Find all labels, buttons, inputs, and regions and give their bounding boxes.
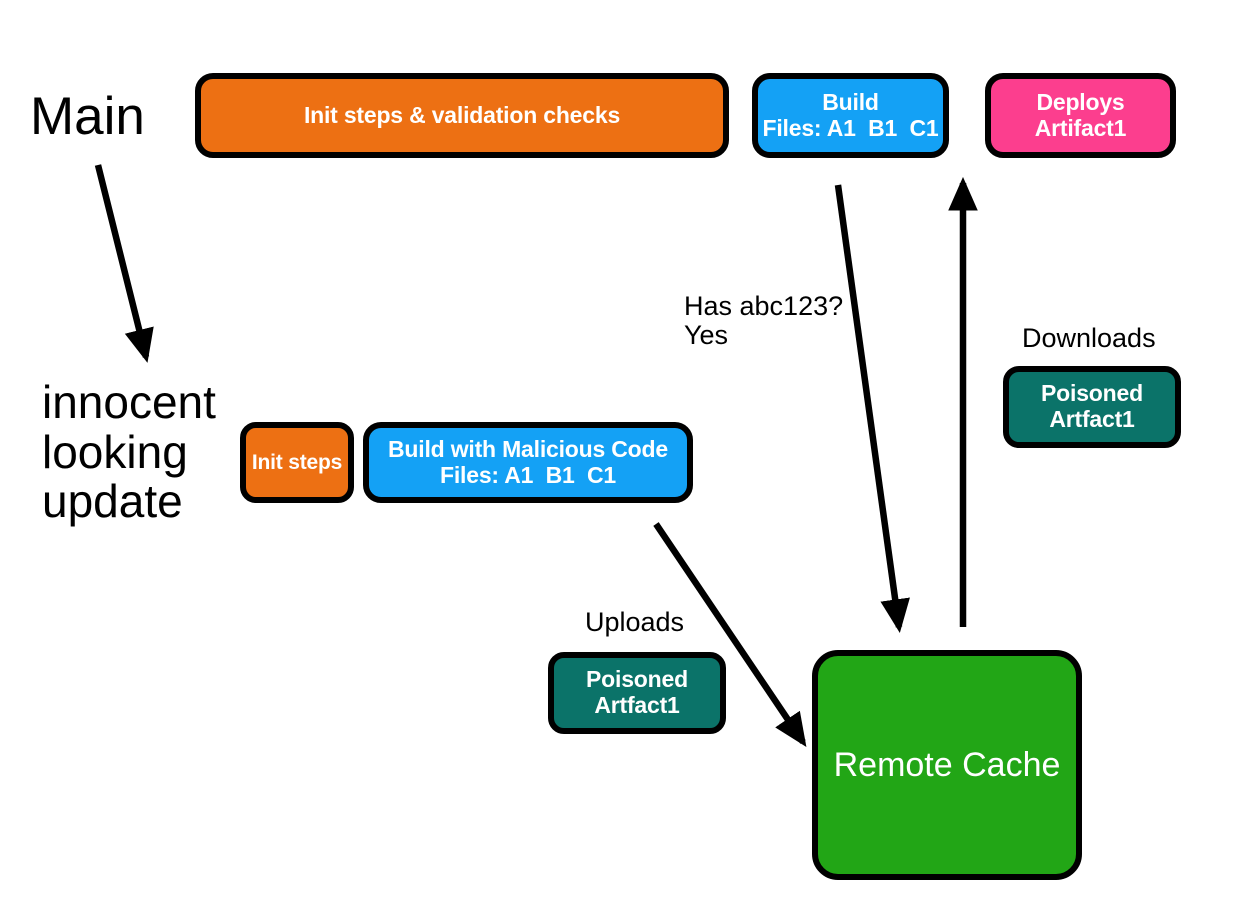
node-label-line2: Files: A1 B1 C1 [440,461,616,488]
node-label-line1: Poisoned [1041,380,1143,407]
node-deploys-artifact1[interactable]: Deploys Artifact1 [985,73,1176,158]
node-remote-cache[interactable]: Remote Cache [812,650,1082,880]
arrow-main-to-branch [94,164,154,363]
node-label-line2: Artfact1 [594,692,680,718]
node-label: Init steps [251,450,343,474]
node-build-with-malicious-code[interactable]: Build with Malicious Code Files: A1 B1 C… [363,422,693,503]
node-poisoned-artifact-download[interactable]: Poisoned Artfact1 [1003,366,1181,448]
arrow-build-to-cache-lookup [834,184,910,634]
lane-label-main: Main [30,87,145,146]
annotation-downloads: Downloads [1022,323,1156,353]
node-label-line1: Deploys [1036,88,1125,115]
node-label-line1: Build with Malicious Code [388,435,668,462]
node-label-line2: Artifact1 [1034,114,1127,141]
annotation-cache-lookup: Has abc123? Yes [684,291,844,351]
node-init-steps[interactable]: Init steps [240,422,354,503]
node-label-line2: Artfact1 [1049,406,1135,432]
node-label: Init steps & validation checks [303,101,621,128]
node-poisoned-artifact-upload[interactable]: Poisoned Artfact1 [548,652,726,734]
annotation-uploads: Uploads [585,607,685,637]
node-label-line2: Files: A1 B1 C1 [762,114,939,141]
lane-label-branch: innocent looking update [42,376,216,528]
node-label-line1: Poisoned [586,666,688,693]
node-label: Remote Cache [833,745,1061,784]
node-init-steps-validation-checks[interactable]: Init steps & validation checks [195,73,729,158]
node-build-main[interactable]: Build Files: A1 B1 C1 [752,73,949,158]
node-label-line1: Build [822,88,879,115]
